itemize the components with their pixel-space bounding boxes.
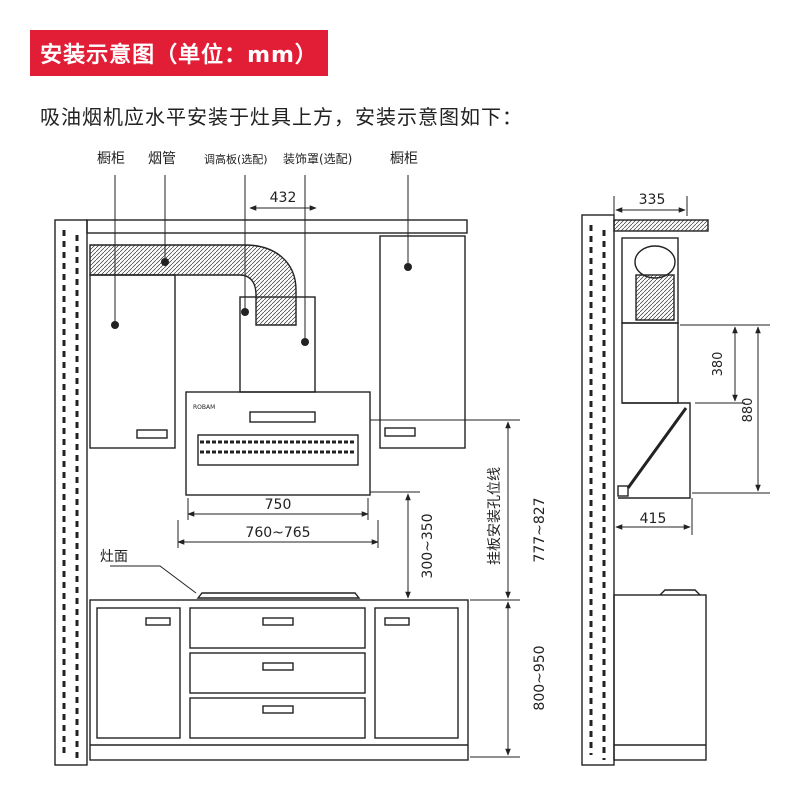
- dim-335: 335: [639, 192, 666, 208]
- dim-800-950: 800~950: [532, 645, 548, 710]
- title-banner: 安装示意图（单位：mm）: [30, 30, 328, 76]
- side-counter: [613, 589, 707, 761]
- hood-brand: ROBAM: [193, 404, 215, 411]
- front-view: ROBAM: [54, 175, 520, 766]
- label-adjust-plate: 调高板(选配): [204, 152, 268, 166]
- hob: [196, 592, 361, 599]
- side-wall: [581, 214, 615, 766]
- base-cabinet: [89, 599, 469, 761]
- side-cover: [621, 322, 679, 404]
- label-mount-holes: 挂板安装孔位线: [487, 467, 503, 565]
- intro-text: 吸油烟机应水平安装于灶具上方，安装示意图如下：: [40, 105, 523, 129]
- dim-300-350: 300~350: [420, 513, 436, 578]
- duct: [89, 244, 297, 326]
- side-hood: [617, 402, 691, 499]
- cabinet-left-handle: [136, 429, 168, 439]
- dim-760-765: 760~765: [245, 525, 310, 541]
- side-view: [581, 196, 770, 766]
- dim-415: 415: [640, 511, 667, 527]
- range-hood: [185, 391, 371, 496]
- upper-cabinet-left: [89, 274, 176, 449]
- label-hob: 灶面: [100, 549, 128, 565]
- label-duct: 烟管: [148, 151, 176, 167]
- side-duct: [621, 237, 679, 324]
- dim-880: 880: [741, 398, 756, 423]
- ceiling: [86, 219, 468, 234]
- dim-750: 750: [265, 497, 292, 513]
- label-deco-cover: 装饰罩(选配): [283, 152, 352, 166]
- dim-380: 380: [711, 352, 726, 377]
- label-cabinet-right: 橱柜: [390, 151, 418, 167]
- upper-cabinet-right: [379, 235, 466, 449]
- labels: 橱柜 烟管 调高板(选配) 装饰罩(选配) 橱柜 灶面 432 750 760~…: [97, 151, 756, 711]
- dim-432: 432: [270, 190, 297, 206]
- cabinet-right-handle: [384, 427, 416, 437]
- side-ceiling: [613, 219, 709, 232]
- dim-777-827: 777~827: [532, 497, 548, 562]
- left-wall: [54, 219, 88, 766]
- label-cabinet-left: 橱柜: [97, 151, 125, 167]
